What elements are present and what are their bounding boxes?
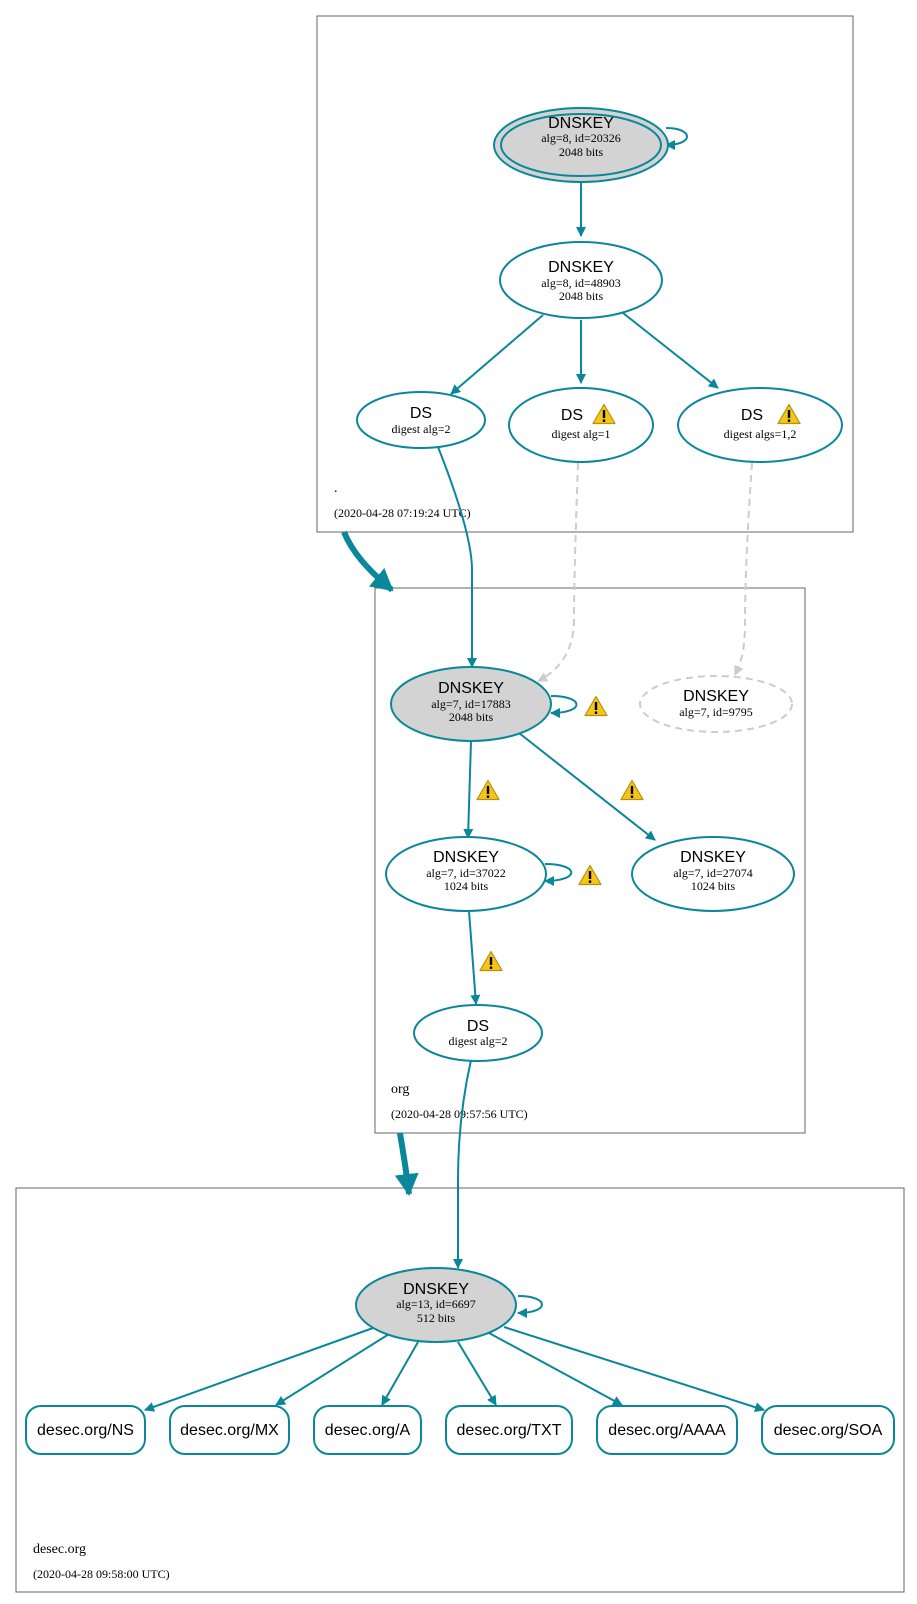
node-org-ksk-line1: alg=7, id=17883 — [431, 697, 511, 711]
node-ds-digest-1-title: DS — [561, 407, 583, 424]
rrset-ns-label: desec.org/NS — [37, 1422, 134, 1439]
warning-icon — [479, 950, 503, 972]
node-root-ksk-line2: 2048 bits — [559, 145, 604, 159]
node-root-zsk-line2: 2048 bits — [559, 289, 604, 303]
node-root-zsk-title: DNSKEY — [548, 259, 614, 276]
zone-root: . (2020-04-28 07:19:24 UTC) — [316, 15, 854, 533]
edge-ds1-org-ksk — [537, 462, 579, 682]
node-org-missing-line1: alg=7, id=9795 — [679, 705, 753, 719]
node-org-zsk-2-line1: alg=7, id=27074 — [673, 866, 753, 880]
warning-icon — [584, 695, 608, 717]
rrset-txt-label: desec.org/TXT — [457, 1422, 562, 1439]
edge-key-soa — [503, 1326, 765, 1413]
edge-ds2-org-ksk — [437, 446, 477, 668]
node-ds-digest-1: DS digest alg=1 — [508, 387, 654, 463]
node-org-zsk-2: DNSKEY alg=7, id=27074 1024 bits — [631, 836, 795, 912]
node-ds-desec-line1: digest alg=2 — [448, 1034, 507, 1048]
node-ds-desec: DS digest alg=2 — [413, 1004, 543, 1062]
node-root-ksk-line1: alg=8, id=20326 — [541, 131, 621, 145]
edge-org-ksk-zsk2 — [518, 732, 656, 841]
edge-ds-desec-key — [453, 1059, 472, 1269]
edge-root-zsk-ds2 — [450, 314, 544, 395]
node-ds-digest-2-line1: digest alg=2 — [391, 422, 450, 436]
warning-icon — [578, 864, 602, 886]
rrset-ns: desec.org/NS — [25, 1405, 146, 1455]
node-ds-digest-1-2: DS digest algs=1,2 — [677, 387, 843, 463]
node-org-zsk-1-line2: 1024 bits — [444, 879, 489, 893]
delegation-root-org — [341, 530, 394, 593]
rrset-a: desec.org/A — [313, 1405, 422, 1455]
rrset-soa: desec.org/SOA — [761, 1405, 895, 1455]
node-org-missing-title: DNSKEY — [683, 688, 749, 705]
node-root-zsk-line1: alg=8, id=48903 — [541, 276, 621, 290]
zone-org-timestamp: (2020-04-28 09:57:56 UTC) — [391, 1107, 528, 1121]
node-ds-digest-2-title: DS — [410, 405, 432, 422]
edge-key-txt — [457, 1341, 497, 1406]
edge-key-aaaa — [488, 1332, 623, 1406]
rrset-a-label: desec.org/A — [325, 1422, 411, 1439]
rrset-mx: desec.org/MX — [169, 1405, 290, 1455]
edge-root-zsk-ds12 — [622, 312, 719, 389]
rrset-txt: desec.org/TXT — [445, 1405, 573, 1455]
edge-org-zsk1-self — [544, 863, 573, 886]
edge-desec-key-self — [517, 1295, 543, 1318]
zone-root-timestamp: (2020-04-28 07:19:24 UTC) — [334, 506, 471, 520]
zone-org: org (2020-04-28 09:57:56 UTC) — [374, 587, 806, 1134]
edge-root-ksk-self — [665, 127, 688, 150]
edge-org-ksk-self — [550, 695, 578, 718]
node-org-ksk-line2: 2048 bits — [449, 710, 494, 724]
edge-key-mx — [275, 1333, 390, 1406]
edge-key-ns — [144, 1327, 374, 1412]
delegation-org-desec — [394, 1132, 419, 1196]
edge-org-ksk-zsk1 — [463, 740, 474, 839]
node-org-ksk-title: DNSKEY — [438, 680, 504, 697]
warning-icon — [476, 779, 500, 801]
node-ds-desec-title: DS — [467, 1018, 489, 1035]
node-root-ksk: DNSKEY alg=8, id=20326 2048 bits — [493, 107, 669, 183]
rrset-aaaa: desec.org/AAAA — [596, 1405, 738, 1455]
zone-desec-name: desec.org — [33, 1542, 86, 1557]
rrset-soa-label: desec.org/SOA — [774, 1422, 883, 1439]
node-ds-digest-1-2-line1: digest algs=1,2 — [724, 427, 797, 441]
node-ds-digest-2: DS digest alg=2 — [356, 391, 486, 449]
node-org-zsk-1: DNSKEY alg=7, id=37022 1024 bits — [385, 836, 547, 912]
node-org-zsk-1-line1: alg=7, id=37022 — [426, 866, 506, 880]
node-org-zsk-1-title: DNSKEY — [433, 849, 499, 866]
node-org-zsk-2-title: DNSKEY — [680, 849, 746, 866]
node-desec-key-line1: alg=13, id=6697 — [396, 1297, 476, 1311]
node-ds-digest-1-line1: digest alg=1 — [551, 427, 610, 441]
node-ds-digest-1-2-title: DS — [741, 407, 763, 424]
zone-root-name: . — [334, 481, 338, 496]
edge-key-a — [381, 1341, 419, 1406]
node-org-missing-key: DNSKEY alg=7, id=9795 — [639, 675, 793, 733]
node-org-ksk: DNSKEY alg=7, id=17883 2048 bits — [390, 666, 552, 742]
node-root-ksk-title: DNSKEY — [548, 115, 614, 132]
rrset-aaaa-label: desec.org/AAAA — [608, 1422, 726, 1439]
node-org-zsk-2-line2: 1024 bits — [691, 879, 736, 893]
zone-desec: desec.org (2020-04-28 09:58:00 UTC) — [15, 1187, 905, 1593]
zone-org-name: org — [391, 1082, 409, 1097]
warning-icon — [620, 779, 644, 801]
rrset-mx-label: desec.org/MX — [180, 1422, 279, 1439]
node-desec-key: DNSKEY alg=13, id=6697 512 bits — [355, 1267, 517, 1343]
node-desec-key-line2: 512 bits — [417, 1311, 456, 1325]
zone-desec-timestamp: (2020-04-28 09:58:00 UTC) — [33, 1567, 170, 1581]
node-desec-key-title: DNSKEY — [403, 1281, 469, 1298]
edge-org-zsk1-ds — [468, 910, 481, 1005]
node-root-zsk: DNSKEY alg=8, id=48903 2048 bits — [499, 241, 663, 319]
edge-ds12-org-missing — [734, 462, 753, 676]
